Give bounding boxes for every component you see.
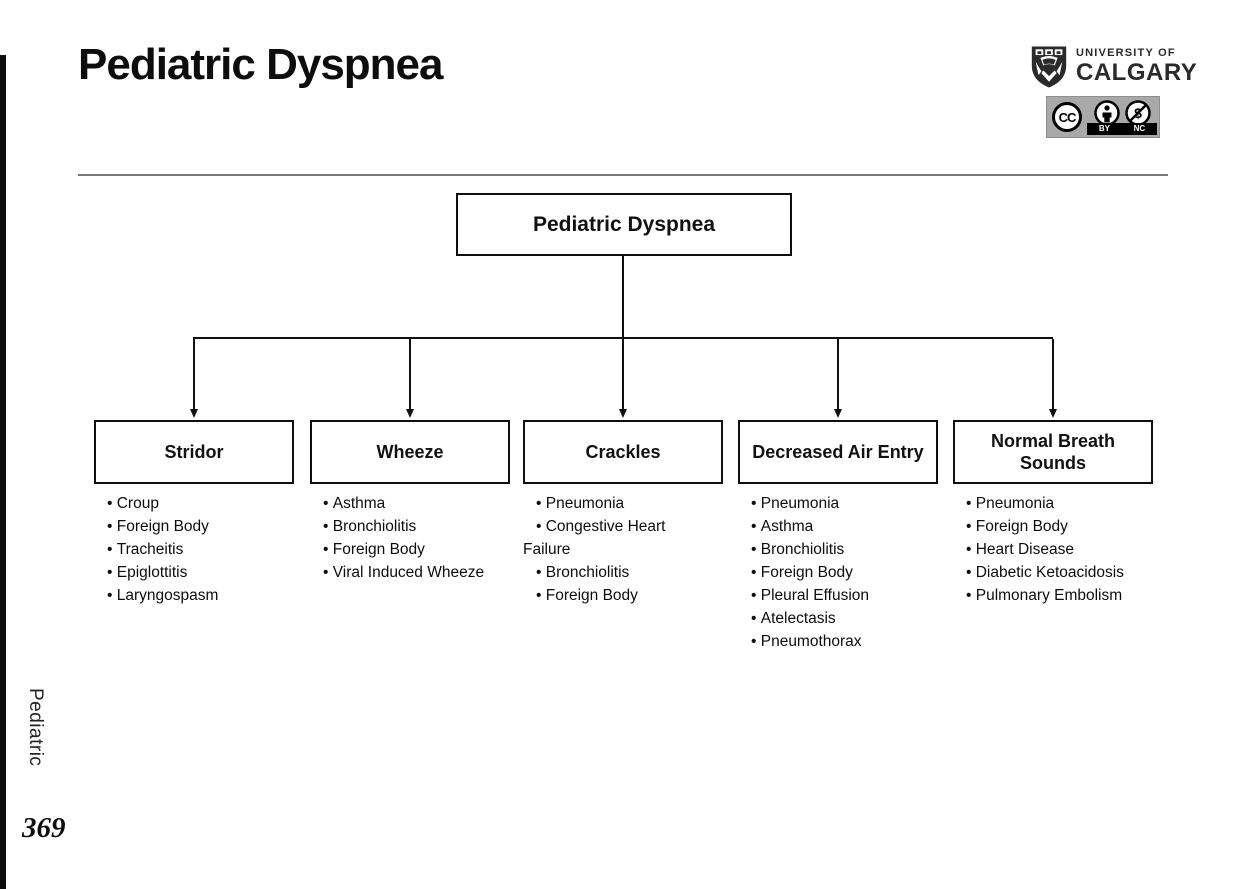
- list-item: Bronchiolitis: [523, 561, 711, 584]
- connector-drop-decreased-air-entry: [837, 339, 839, 410]
- connector-drop-crackles: [622, 339, 624, 410]
- arrow-down-icon: [189, 409, 198, 418]
- logo-line-calgary: CALGARY: [1076, 59, 1198, 86]
- list-item: Pneumothorax: [738, 630, 926, 653]
- connector-drop-wheeze: [409, 339, 411, 410]
- connector-drop-stridor: [193, 339, 195, 410]
- branch-label: Stridor: [164, 442, 224, 462]
- sidebar-section-label: Pediatric: [25, 688, 46, 767]
- list-item: Croup: [94, 492, 282, 515]
- list-item: Bronchiolitis: [310, 515, 498, 538]
- list-item: Foreign Body: [523, 584, 711, 607]
- branch-list-wheeze: Asthma Bronchiolitis Foreign Body Viral …: [310, 492, 498, 584]
- left-edge-accent-bar: [0, 55, 6, 889]
- page-number: 369: [22, 812, 66, 844]
- list-item: Bronchiolitis: [738, 538, 926, 561]
- list-item: Congestive Heart Failure: [523, 515, 711, 561]
- university-of-calgary-logo: UNIVERSITY OF CALGARY: [1028, 44, 1197, 89]
- flowchart-node-wheeze: Wheeze: [310, 420, 510, 484]
- arrow-down-icon: [833, 409, 842, 418]
- connector-drop-normal-breath-sounds: [1052, 339, 1054, 410]
- page-title: Pediatric Dyspnea: [78, 40, 443, 89]
- flowchart-node-normal-breath-sounds: Normal Breath Sounds: [953, 420, 1153, 484]
- list-item: Atelectasis: [738, 607, 926, 630]
- branch-list-normal-breath-sounds: Pneumonia Foreign Body Heart Disease Dia…: [953, 492, 1141, 607]
- flowchart-node-decreased-air-entry: Decreased Air Entry: [738, 420, 938, 484]
- list-item: Asthma: [310, 492, 498, 515]
- branch-label: Crackles: [585, 442, 661, 462]
- creative-commons-license-badge: CC $ BY NC: [1046, 96, 1160, 138]
- cc-icon: CC: [1052, 102, 1082, 132]
- list-item: Foreign Body: [94, 515, 282, 538]
- connector-root-stem: [622, 256, 624, 338]
- list-item: Pneumonia: [738, 492, 926, 515]
- cc-by-label: BY: [1098, 124, 1110, 133]
- branch-list-stridor: Croup Foreign Body Tracheitis Epiglottit…: [94, 492, 282, 607]
- arrow-down-icon: [1048, 409, 1057, 418]
- root-node-label: Pediatric Dyspnea: [532, 212, 716, 236]
- list-item: Foreign Body: [953, 515, 1141, 538]
- list-item: Pleural Effusion: [738, 584, 926, 607]
- list-item: Heart Disease: [953, 538, 1141, 561]
- arrow-down-icon: [405, 409, 414, 418]
- list-item: Pneumonia: [523, 492, 711, 515]
- branch-label: Normal Breath Sounds: [990, 431, 1116, 473]
- logo-line-university-of: UNIVERSITY OF: [1076, 47, 1176, 59]
- flowchart-node-stridor: Stridor: [94, 420, 294, 484]
- cc-license-labels: BY NC: [1087, 123, 1157, 135]
- list-item: Pneumonia: [953, 492, 1141, 515]
- list-item: Viral Induced Wheeze: [310, 561, 498, 584]
- list-item: Foreign Body: [310, 538, 498, 561]
- header-separator-rule: [78, 174, 1168, 176]
- branch-label: Decreased Air Entry: [752, 442, 924, 462]
- list-item: Asthma: [738, 515, 926, 538]
- flowchart-node-crackles: Crackles: [523, 420, 723, 484]
- university-of-calgary-wordmark: UNIVERSITY OF CALGARY: [1076, 48, 1197, 85]
- branch-list-decreased-air-entry: Pneumonia Asthma Bronchiolitis Foreign B…: [738, 492, 926, 653]
- list-item: Pulmonary Embolism: [953, 584, 1141, 607]
- branch-label: Wheeze: [376, 442, 444, 462]
- list-item: Foreign Body: [738, 561, 926, 584]
- branch-list-crackles: Pneumonia Congestive Heart Failure Bronc…: [523, 492, 711, 607]
- list-item: Laryngospasm: [94, 584, 282, 607]
- arrow-down-icon: [618, 409, 627, 418]
- list-item: Tracheitis: [94, 538, 282, 561]
- connector-horizontal-line: [193, 337, 1053, 339]
- flowchart-root-node: Pediatric Dyspnea: [456, 193, 792, 256]
- list-item: Epiglottitis: [94, 561, 282, 584]
- cc-nc-label: NC: [1133, 124, 1146, 133]
- university-of-calgary-crest-icon: [1031, 46, 1067, 88]
- list-item: Diabetic Ketoacidosis: [953, 561, 1141, 584]
